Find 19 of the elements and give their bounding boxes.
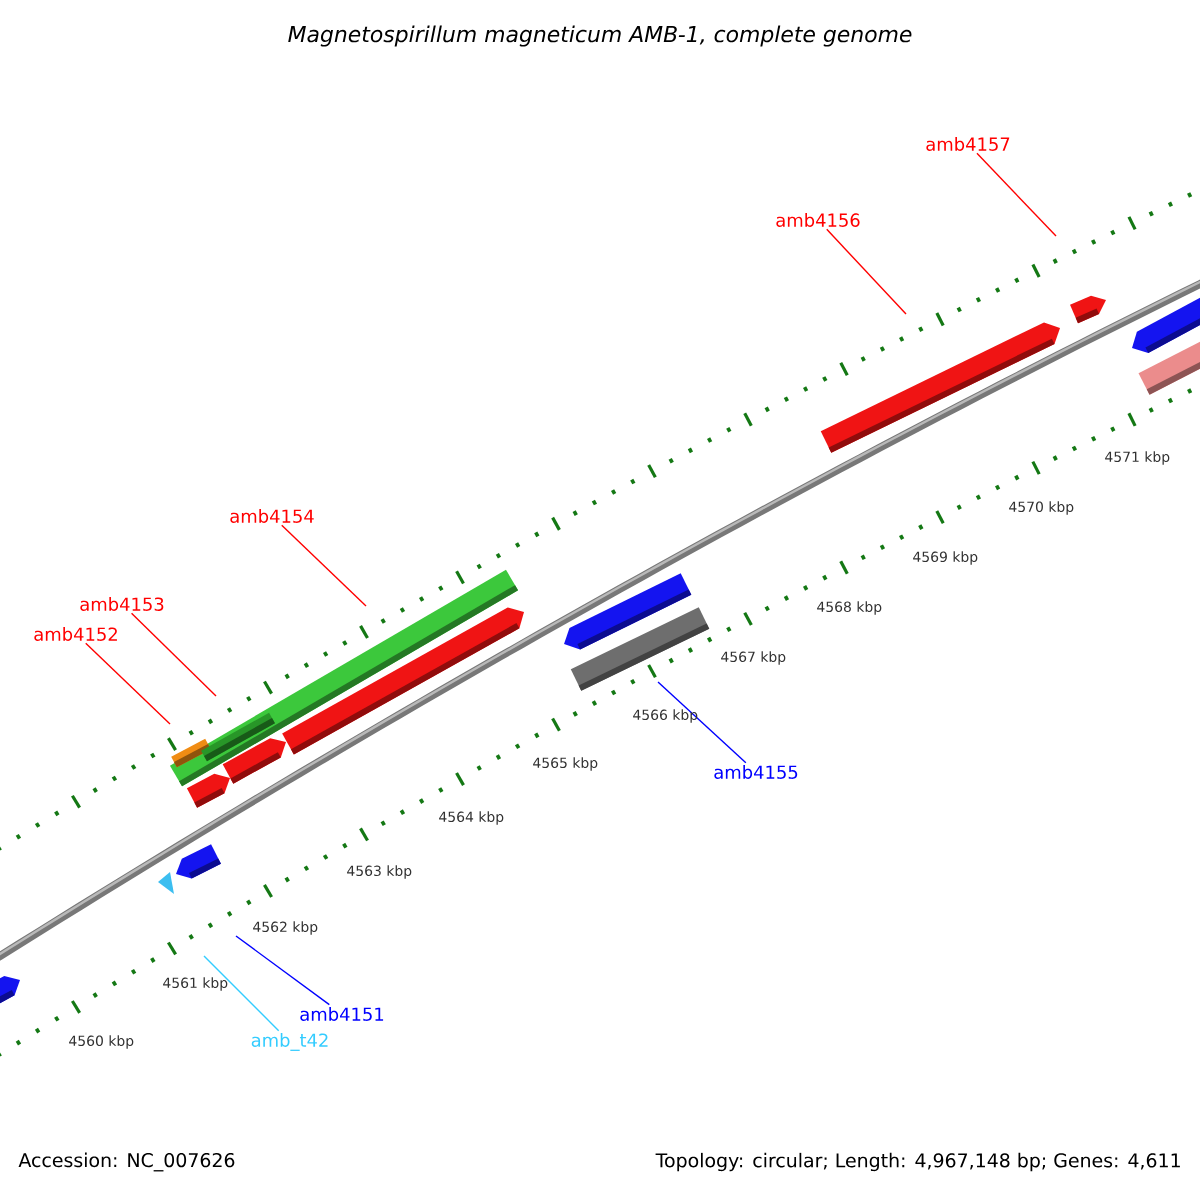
leader-line [235, 935, 330, 1006]
gene-label: amb4154 [230, 509, 314, 523]
gene-label: amb_t42 [251, 1033, 328, 1051]
gene-label: amb4156 [776, 213, 860, 227]
leader-line [281, 524, 367, 607]
leader-line [976, 152, 1057, 237]
leader-line [826, 228, 907, 315]
leader-line [203, 955, 280, 1032]
gene-label: amb4152 [34, 627, 117, 641]
gene-label: amb4157 [926, 137, 1010, 151]
gene-label: amb4155 [714, 765, 798, 779]
gene-label: amb4151 [300, 1007, 384, 1021]
footer-label: Accession: NC_007626 [18, 1152, 235, 1172]
title: Magnetospirillum magneticum AMB-1, complete genome [288, 25, 912, 47]
gene-label: amb4153 [80, 597, 164, 611]
leader-line [657, 681, 747, 764]
footer-label: Topology: circular; Length: 4,967,148 bp; Genes: 4,611 [655, 1152, 1180, 1172]
leader-line [85, 642, 171, 725]
leader-line [130, 612, 217, 697]
